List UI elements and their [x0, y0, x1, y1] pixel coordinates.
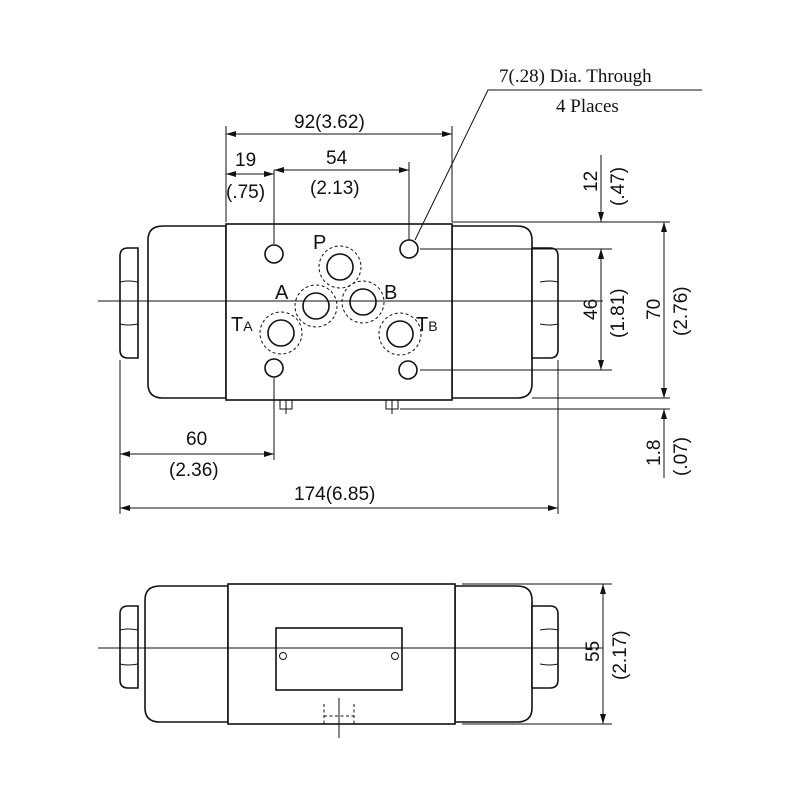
dim-19: 19: [235, 150, 256, 171]
mounting-hole: [264, 358, 284, 378]
hole-note-line2: 4 Places: [556, 96, 619, 117]
dim-12: 12: [581, 171, 602, 192]
port-label-ta: TA: [231, 314, 253, 336]
side-right-solenoid: [454, 585, 533, 723]
dim-1-8: 1.8: [644, 440, 665, 466]
dim-70: 70: [644, 299, 665, 320]
top-dimensions: 92(3.62) 19 (.75) 54 (2.13) 7(.28) Dia. …: [119, 66, 702, 514]
dim-92: 92(3.62): [294, 112, 365, 133]
side-left-nut: [119, 605, 139, 689]
nameplate: [275, 627, 403, 691]
dim-55: 55: [583, 641, 604, 662]
dim-60-inch: (2.36): [169, 460, 219, 481]
port-tb: [378, 312, 422, 356]
right-nut: [531, 247, 559, 359]
side-right-nut: [531, 605, 559, 689]
top-view: P A B TA TB: [98, 223, 603, 414]
port-p: [318, 245, 362, 289]
port-label-b: B: [384, 282, 397, 304]
side-dimensions: 55 (2.17): [462, 583, 631, 725]
nameplate-screw: [391, 652, 399, 660]
nameplate-screw: [279, 652, 287, 660]
side-valve-body: [227, 583, 456, 725]
dim-174: 174(6.85): [294, 484, 375, 505]
side-left-solenoid: [144, 585, 229, 723]
hole-note-line1: 7(.28) Dia. Through: [499, 66, 652, 87]
port-a: [294, 284, 338, 328]
locating-pin: [323, 698, 355, 738]
dim-54-inch: (2.13): [310, 178, 360, 199]
left-nut: [119, 247, 139, 359]
port-ta: [259, 311, 303, 355]
dim-1-8-inch: (.07): [671, 437, 692, 476]
dim-54: 54: [326, 148, 348, 169]
left-solenoid: [147, 225, 227, 399]
dim-12-inch: (.47): [608, 167, 629, 206]
side-view: [98, 583, 603, 738]
dim-55-inch: (2.17): [610, 630, 631, 680]
dim-19-inch: (.75): [226, 182, 265, 203]
dim-60: 60: [186, 429, 207, 450]
right-solenoid: [451, 225, 533, 399]
port-label-p: P: [313, 232, 326, 254]
port-label-a: A: [275, 282, 289, 304]
port-label-tb: TB: [416, 314, 438, 336]
mounting-hole: [398, 360, 418, 380]
dim-46-inch: (1.81): [608, 288, 629, 338]
dim-70-inch: (2.76): [671, 286, 692, 336]
mounting-hole: [264, 244, 284, 264]
dim-46: 46: [581, 299, 602, 320]
port-b: [341, 280, 385, 324]
